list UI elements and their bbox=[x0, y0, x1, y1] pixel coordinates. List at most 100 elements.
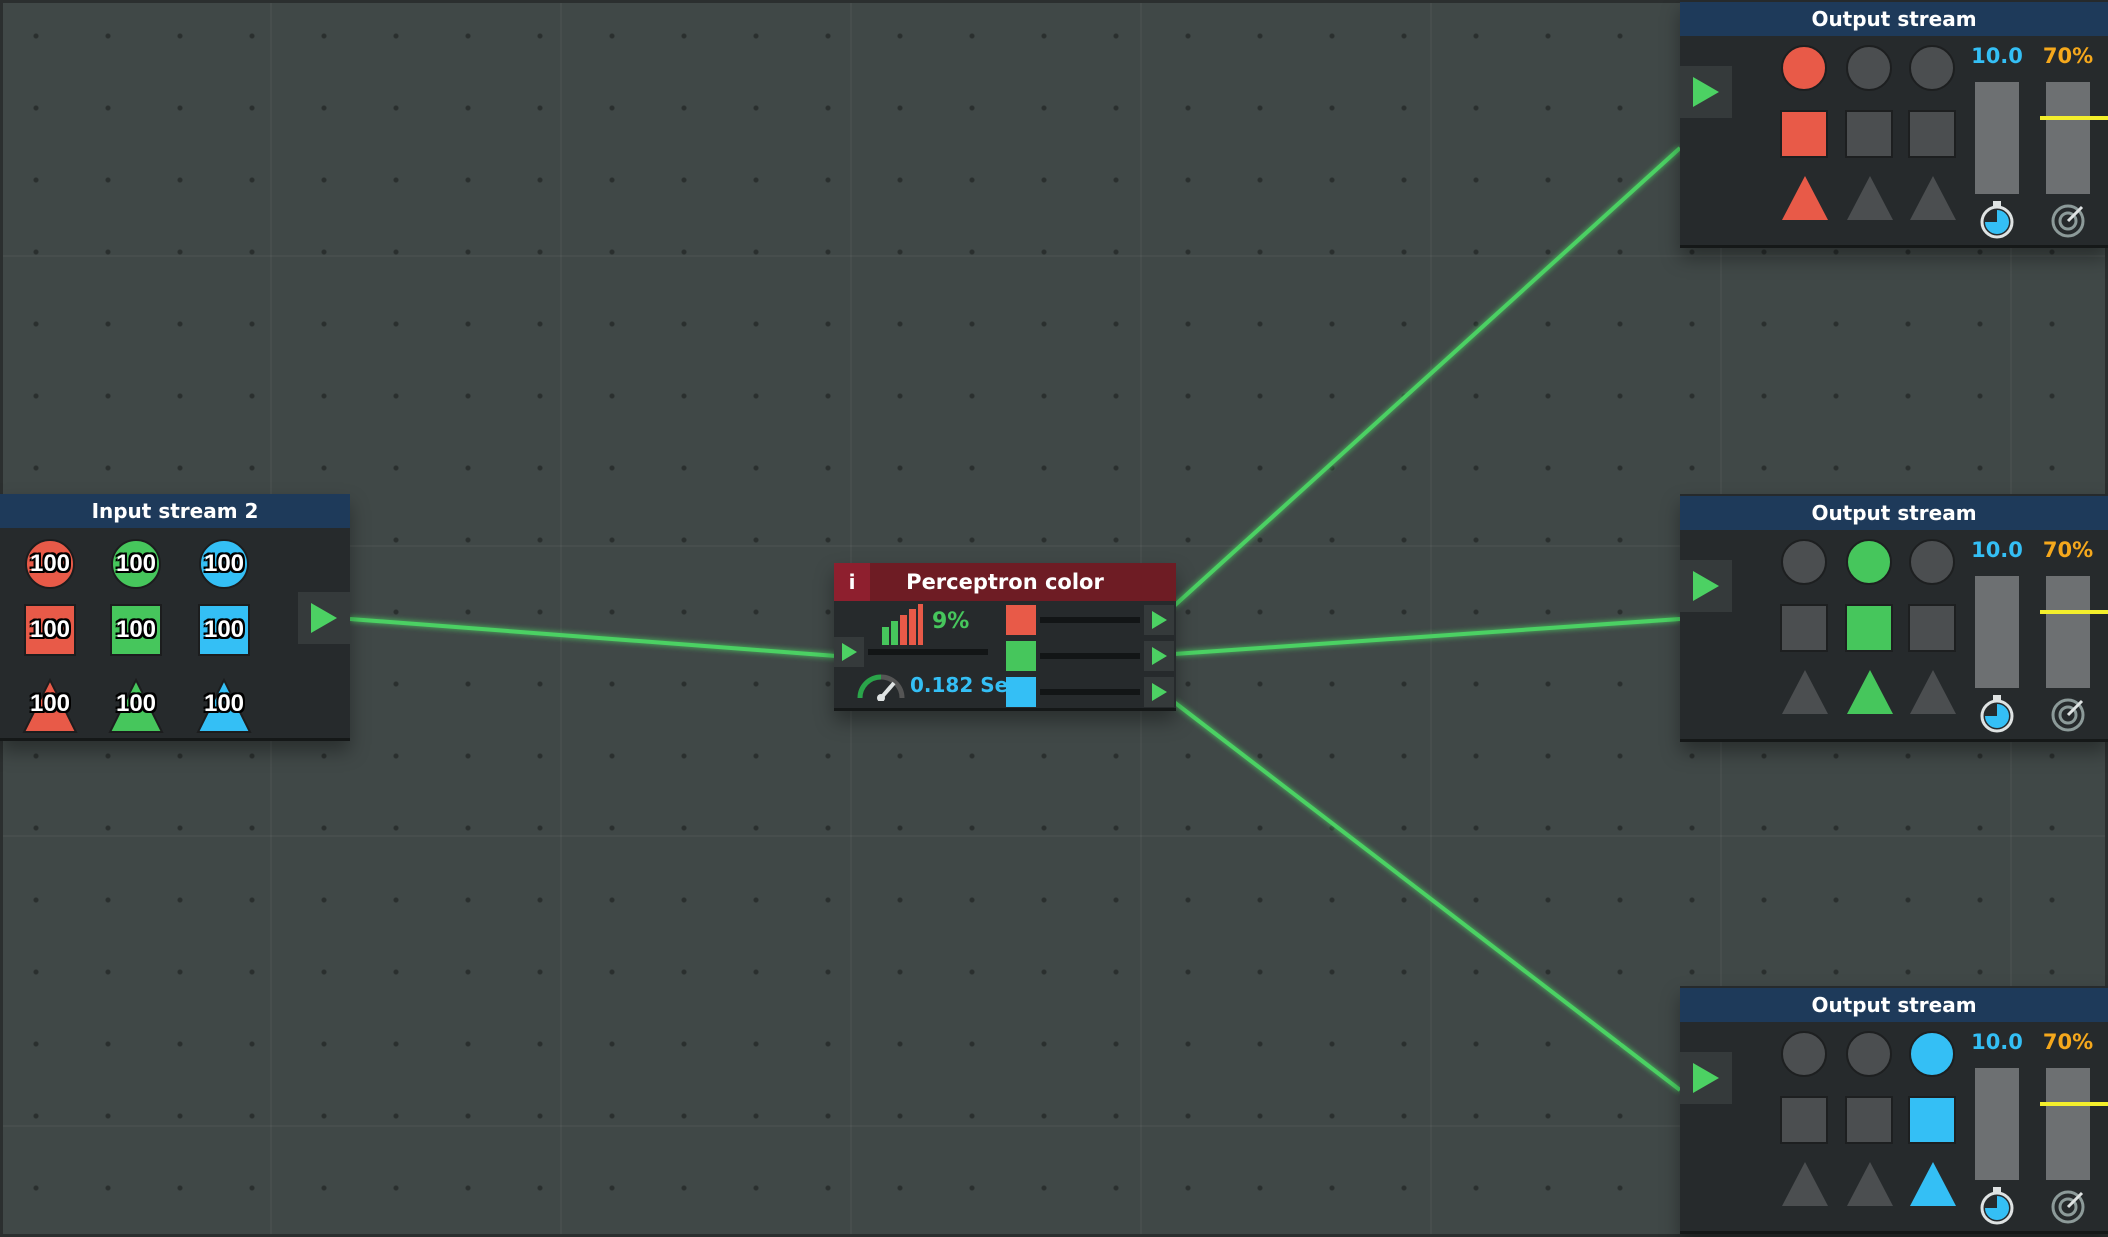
speedometer-icon bbox=[857, 674, 905, 701]
token-count: 100 bbox=[29, 550, 71, 577]
target-circle-slot bbox=[1908, 1030, 1956, 1078]
target-square-slot bbox=[1780, 1096, 1828, 1144]
token-count: 100 bbox=[29, 616, 71, 643]
target-triangle-slot bbox=[1908, 668, 1956, 716]
stopwatch-icon bbox=[1980, 201, 2014, 239]
token-count: 100 bbox=[115, 616, 157, 643]
output-stream-title: Output stream bbox=[1680, 988, 2108, 1022]
threshold-value: 70% bbox=[2042, 1030, 2094, 1054]
play-triangle-icon bbox=[1693, 571, 1719, 601]
bar-chart-icon bbox=[882, 604, 923, 645]
play-triangle-icon bbox=[1151, 611, 1167, 629]
timer-value: 10.0 bbox=[1971, 538, 2023, 562]
target-gauge-icon bbox=[2051, 698, 2085, 732]
input-token-triangle: 100 bbox=[194, 674, 254, 734]
wire-perceptron-to-output-1 bbox=[1172, 146, 1682, 608]
accuracy-value: 9% bbox=[932, 609, 970, 634]
target-triangle-slot bbox=[1845, 174, 1893, 222]
target-gauge-icon bbox=[2051, 1190, 2085, 1224]
threshold-value: 70% bbox=[2042, 44, 2094, 68]
input-token-circle: 100 bbox=[106, 534, 166, 594]
output-stream-title: Output stream bbox=[1680, 496, 2108, 530]
threshold-value: 70% bbox=[2042, 538, 2094, 562]
channel-weight-bar bbox=[1040, 617, 1140, 623]
target-square-slot bbox=[1845, 110, 1893, 158]
threshold-marker[interactable] bbox=[2040, 610, 2108, 614]
channel-output-port[interactable] bbox=[1144, 641, 1174, 671]
threshold-meter[interactable] bbox=[2040, 82, 2108, 194]
perceptron-input-port[interactable] bbox=[834, 637, 864, 667]
play-triangle-icon bbox=[841, 643, 857, 661]
output-stream-node[interactable]: Output stream 10.0 70% bbox=[1680, 494, 2108, 742]
target-circle-slot bbox=[1845, 44, 1893, 92]
perceptron-title: Perceptron color bbox=[834, 563, 1176, 601]
target-square-slot bbox=[1908, 110, 1956, 158]
target-circle-slot bbox=[1908, 538, 1956, 586]
output-stream-node[interactable]: Output stream 10.0 70% bbox=[1680, 986, 2108, 1234]
token-count: 100 bbox=[203, 550, 245, 577]
channel-weight-bar bbox=[1040, 653, 1140, 659]
stopwatch-icon bbox=[1980, 695, 2014, 733]
threshold-meter[interactable] bbox=[2040, 576, 2108, 688]
channel-output-port[interactable] bbox=[1144, 605, 1174, 635]
target-square-slot bbox=[1908, 604, 1956, 652]
token-count: 100 bbox=[115, 550, 157, 577]
target-square-slot bbox=[1845, 1096, 1893, 1144]
wire-perceptron-to-output-3 bbox=[1172, 700, 1682, 1092]
threshold-marker[interactable] bbox=[2040, 1102, 2108, 1106]
target-square-slot bbox=[1845, 604, 1893, 652]
target-gauge-icon bbox=[2051, 204, 2085, 238]
threshold-meter[interactable] bbox=[2040, 1068, 2108, 1180]
channel-color-swatch bbox=[1006, 641, 1036, 671]
info-icon[interactable]: i bbox=[834, 563, 870, 601]
timer-meter bbox=[1975, 82, 2019, 194]
threshold-marker[interactable] bbox=[2040, 116, 2108, 120]
output-input-port[interactable] bbox=[1680, 1052, 1732, 1104]
target-circle-slot bbox=[1845, 1030, 1893, 1078]
timer-meter bbox=[1975, 576, 2019, 688]
target-triangle-slot bbox=[1845, 1160, 1893, 1208]
input-token-square: 100 bbox=[106, 600, 166, 660]
token-count: 100 bbox=[29, 690, 71, 717]
target-triangle-slot bbox=[1780, 1160, 1828, 1208]
timer-value: 10.0 bbox=[1971, 44, 2023, 68]
target-triangle-slot bbox=[1780, 668, 1828, 716]
output-input-port[interactable] bbox=[1680, 560, 1732, 612]
target-square-slot bbox=[1780, 604, 1828, 652]
target-triangle-slot bbox=[1908, 174, 1956, 222]
input-token-square: 100 bbox=[20, 600, 80, 660]
speed-value: 0.182 Sec bbox=[910, 673, 1021, 697]
target-triangle-slot bbox=[1780, 174, 1828, 222]
perceptron-node[interactable]: Perceptron color i 9% 0.182 Sec bbox=[834, 563, 1176, 711]
perceptron-input-bar bbox=[868, 649, 988, 655]
play-triangle-icon bbox=[1693, 1063, 1719, 1093]
target-square-slot bbox=[1908, 1096, 1956, 1144]
input-token-square: 100 bbox=[194, 600, 254, 660]
input-token-triangle: 100 bbox=[106, 674, 166, 734]
input-token-circle: 100 bbox=[20, 534, 80, 594]
channel-weight-bar bbox=[1040, 689, 1140, 695]
timer-value: 10.0 bbox=[1971, 1030, 2023, 1054]
wire-perceptron-to-output-2 bbox=[1173, 617, 1681, 656]
output-input-port[interactable] bbox=[1680, 66, 1732, 118]
target-circle-slot bbox=[1780, 538, 1828, 586]
input-token-triangle: 100 bbox=[20, 674, 80, 734]
target-circle-slot bbox=[1780, 1030, 1828, 1078]
channel-color-swatch bbox=[1006, 677, 1036, 707]
token-count: 100 bbox=[203, 690, 245, 717]
input-token-circle: 100 bbox=[194, 534, 254, 594]
play-triangle-icon bbox=[1693, 77, 1719, 107]
target-triangle-slot bbox=[1845, 668, 1893, 716]
target-square-slot bbox=[1780, 110, 1828, 158]
play-triangle-icon bbox=[1151, 647, 1167, 665]
channel-output-port[interactable] bbox=[1144, 677, 1174, 707]
input-output-port[interactable] bbox=[298, 592, 350, 644]
target-circle-slot bbox=[1908, 44, 1956, 92]
wire-input-to-perceptron bbox=[349, 617, 837, 658]
timer-meter bbox=[1975, 1068, 2019, 1180]
token-count: 100 bbox=[115, 690, 157, 717]
